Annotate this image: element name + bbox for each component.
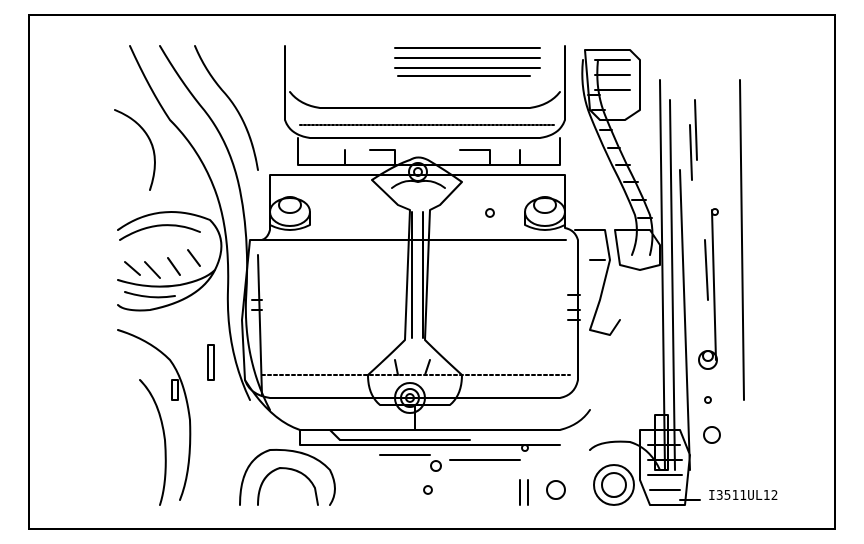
mounting-bolts [270, 197, 565, 230]
wiring-harness [575, 50, 660, 335]
battery-tray [242, 175, 590, 451]
bottom-structures [240, 430, 700, 505]
right-frame-rails [655, 80, 744, 470]
left-fender-structure [115, 46, 270, 505]
hold-down-clamp [368, 158, 462, 431]
strut-spring [118, 212, 221, 310]
figure-code: I3511UL12 [708, 489, 778, 504]
upper-housing [285, 46, 565, 165]
